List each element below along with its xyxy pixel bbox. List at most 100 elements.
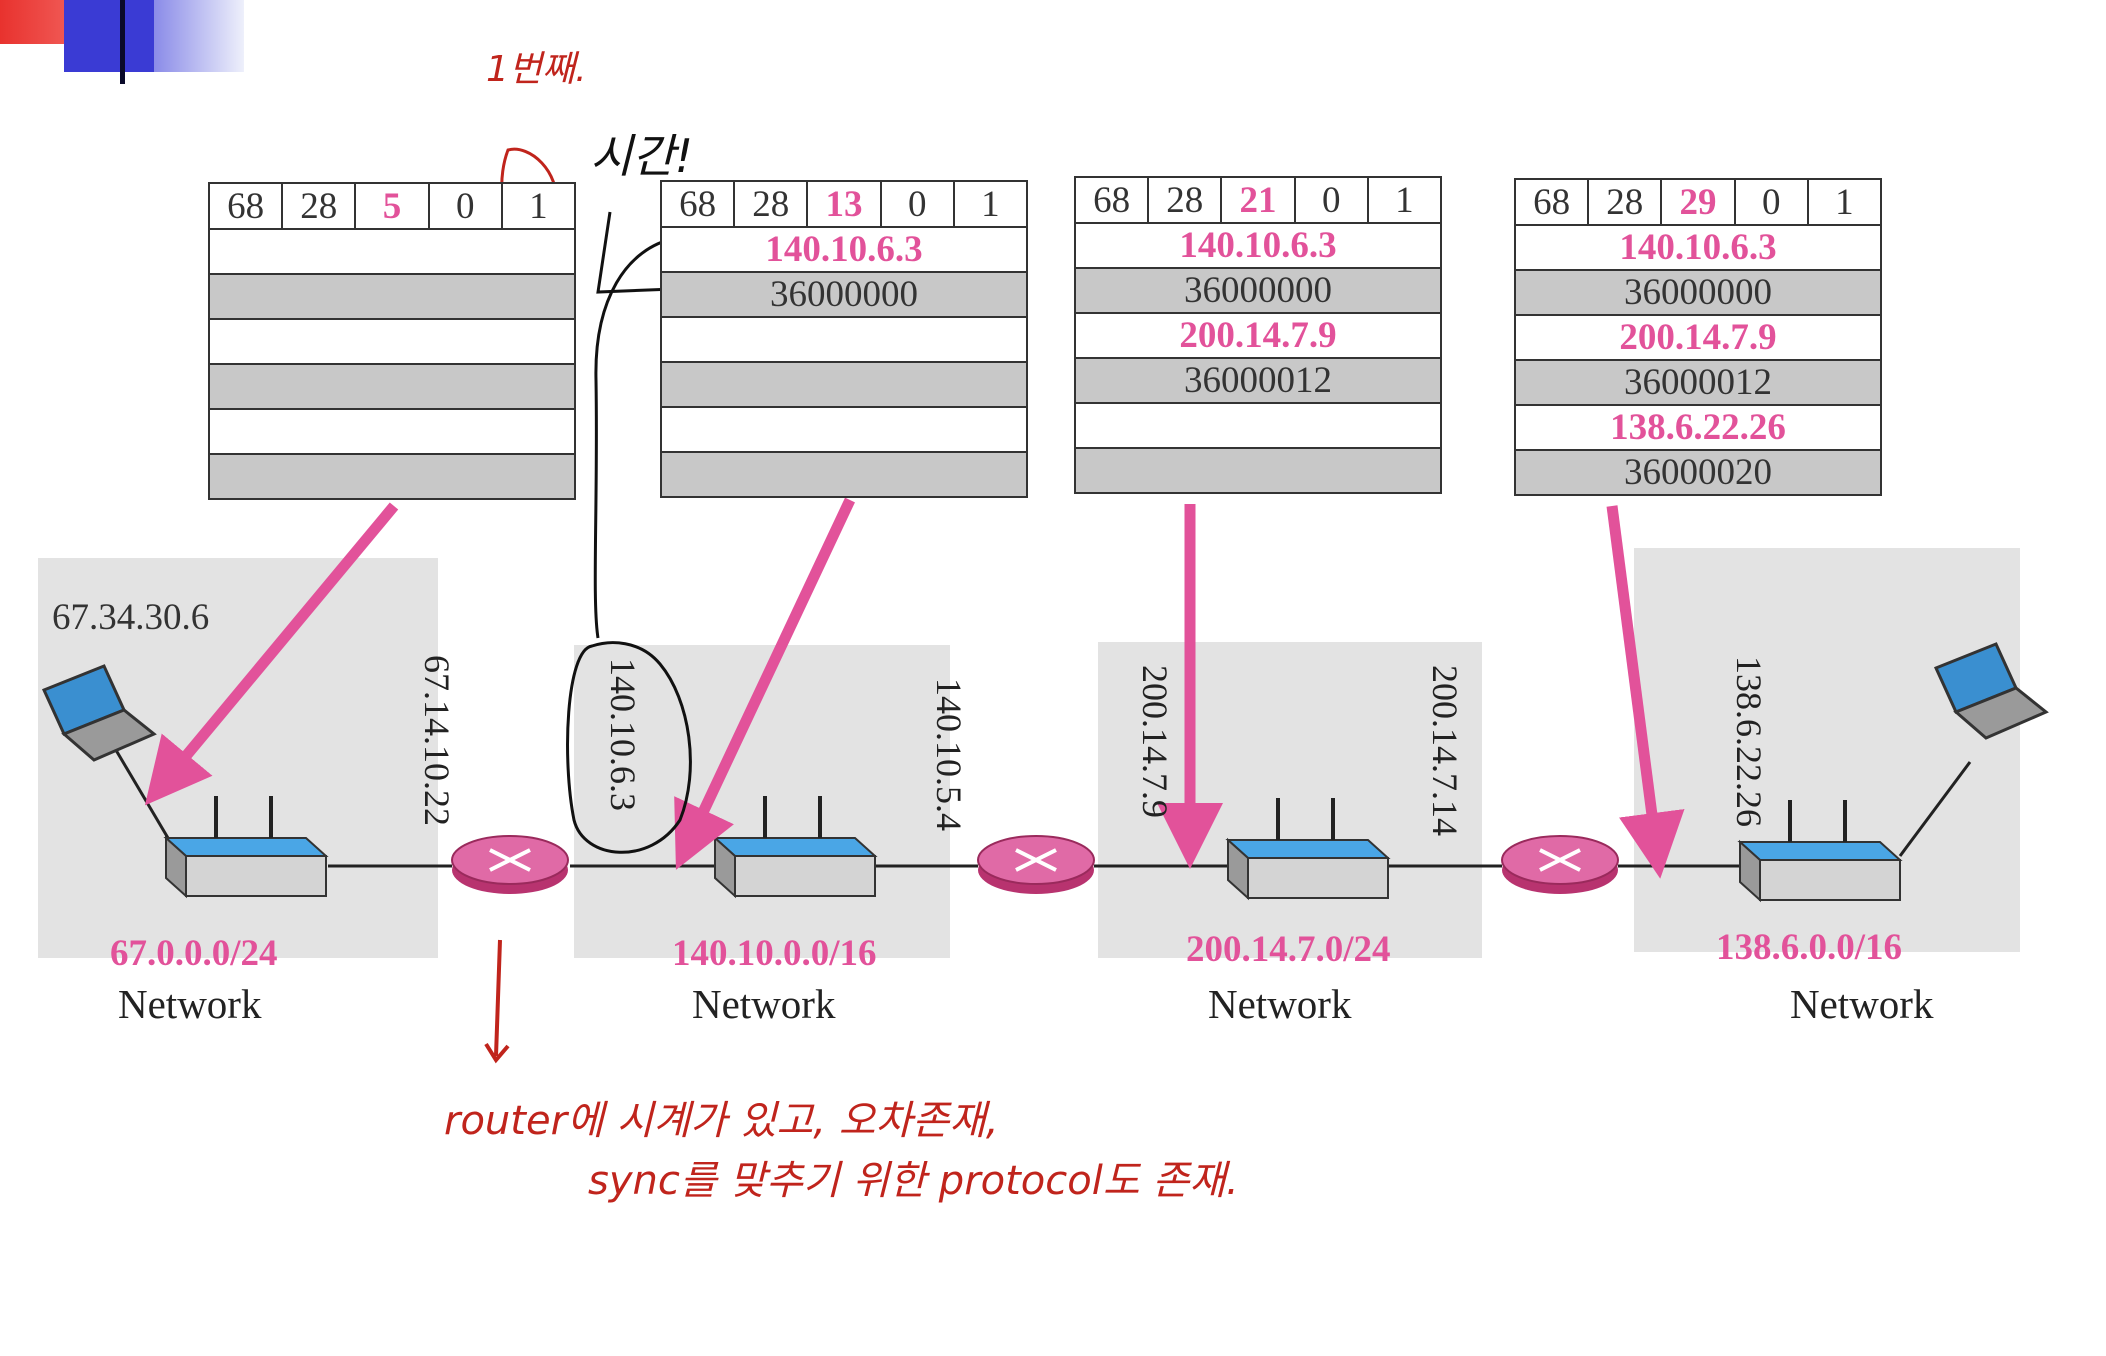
- timestamp-value: 36000000: [770, 274, 918, 315]
- timestamp-row: [210, 365, 574, 410]
- header-cell: 28: [283, 184, 357, 228]
- timestamp-row: 36000012: [1076, 359, 1440, 404]
- timestamp-value: 36000000: [1624, 272, 1772, 313]
- network-label-4: Network: [1790, 981, 1934, 1027]
- interface-ip-2: 140.10.6.3: [603, 658, 643, 811]
- header-cell: 28: [735, 182, 809, 226]
- slide-corner-line: [120, 0, 125, 84]
- header-cell: 68: [662, 182, 736, 226]
- header-cell: 68: [210, 184, 284, 228]
- timestamp-row: 36000012: [1516, 361, 1880, 406]
- interface-ip-5: 200.14.7.14: [1425, 665, 1465, 836]
- network-address-2: 140.10.0.0/16: [672, 933, 877, 974]
- header-cell: 28: [1589, 180, 1663, 224]
- interface-ip-6: 138.6.22.26: [1729, 656, 1769, 827]
- timestamp-row: 36000000: [1076, 269, 1440, 314]
- header-cell: 1: [529, 185, 548, 227]
- timestamp-value: 36000012: [1184, 360, 1332, 401]
- timestamp-row: 36000000: [662, 273, 1026, 318]
- switch-icon-3: [1226, 796, 1390, 900]
- timestamp-value: 36000000: [1184, 270, 1332, 311]
- network-address-1: 67.0.0.0/24: [110, 933, 278, 974]
- ip-row: [210, 320, 574, 365]
- ip-row: [662, 318, 1026, 363]
- network-label-3: Network: [1208, 981, 1352, 1027]
- header-cell: 1: [1835, 181, 1854, 223]
- ip-table-1: 68 28 5 0 1: [208, 182, 576, 500]
- ip-row: 140.10.6.3: [662, 228, 1026, 273]
- interface-ip-1: 67.14.10.22: [417, 655, 457, 826]
- ip-row: [210, 230, 574, 275]
- network-address-3: 200.14.7.0/24: [1186, 929, 1391, 970]
- annotation-router-note-2: sync를 맞추기 위한 protocol도 존재.: [588, 1158, 1239, 1204]
- switch-icon-1: [164, 794, 328, 898]
- ip-row: 138.6.22.26: [1516, 406, 1880, 451]
- router-icon-1: [450, 834, 570, 896]
- header-cell-pointer: 13: [808, 182, 882, 226]
- router-icon-3: [1500, 834, 1620, 896]
- interface-ip-4: 200.14.7.9: [1135, 665, 1175, 818]
- timestamp-row: [1076, 449, 1440, 492]
- network-label-2: Network: [692, 981, 836, 1027]
- ip-value: 200.14.7.9: [1179, 315, 1337, 356]
- pink-arrow-2: [674, 497, 855, 870]
- ip-table-header: 68 28 13 0 1: [662, 182, 1026, 228]
- annotation-router-arrow: [484, 939, 510, 1064]
- header-cell: 1: [981, 183, 1000, 225]
- annotation-first-hop: 1번째.: [486, 49, 587, 90]
- ip-value: 200.14.7.9: [1619, 317, 1777, 358]
- laptop-icon-left: [42, 664, 156, 762]
- ip-row: 200.14.7.9: [1076, 314, 1440, 359]
- header-cell-pointer: 29: [1662, 180, 1736, 224]
- ip-table-header: 68 28 5 0 1: [210, 184, 574, 230]
- slide-corner-blue: [64, 0, 154, 72]
- timestamp-row: [662, 363, 1026, 408]
- network-box-3: [1098, 642, 1482, 958]
- annotation-loop-ip: [566, 641, 692, 854]
- timestamp-value: 36000012: [1624, 362, 1772, 403]
- header-cell-pointer: 5: [356, 184, 430, 228]
- header-cell: 1: [1395, 179, 1414, 221]
- pink-arrow-1: [144, 502, 399, 806]
- ip-row: [210, 410, 574, 455]
- header-cell: 0: [1296, 178, 1369, 222]
- interface-ip-3: 140.10.5.4: [929, 678, 969, 831]
- annotation-router-note-1: router에 시계가 있고, 오차존재,: [444, 1098, 999, 1144]
- ip-row: 140.10.6.3: [1516, 226, 1880, 271]
- header-cell: 68: [1076, 178, 1150, 222]
- timestamp-row: 36000000: [1516, 271, 1880, 316]
- link-switch4-laptop2: [1898, 761, 1972, 857]
- header-cell: 0: [1736, 180, 1809, 224]
- timestamp-row: [210, 275, 574, 320]
- ip-table-2: 68 28 13 0 1 140.10.6.3 36000000: [660, 180, 1028, 498]
- header-cell: 0: [882, 182, 955, 226]
- ip-row: [662, 408, 1026, 453]
- network-address-4: 138.6.0.0/16: [1716, 927, 1903, 968]
- annotation-time: 시간!: [590, 129, 694, 183]
- ip-table-header: 68 28 21 0 1: [1076, 178, 1440, 224]
- timestamp-row: 36000020: [1516, 451, 1880, 494]
- network-label-1: Network: [118, 981, 262, 1027]
- header-cell: 68: [1516, 180, 1590, 224]
- ip-table-3: 68 28 21 0 1 140.10.6.3 36000000 200.14.…: [1074, 176, 1442, 494]
- timestamp-row: [210, 455, 574, 498]
- ip-value: 140.10.6.3: [765, 229, 923, 270]
- ip-row: 200.14.7.9: [1516, 316, 1880, 361]
- ip-table-header: 68 28 29 0 1: [1516, 180, 1880, 226]
- header-cell: 0: [430, 184, 503, 228]
- ip-value: 140.10.6.3: [1619, 227, 1777, 268]
- router-icon-2: [976, 834, 1096, 896]
- timestamp-row: [662, 453, 1026, 496]
- host-ip-label: 67.34.30.6: [52, 597, 210, 638]
- annotation-long-curve: [593, 236, 677, 639]
- slide-corner-fade: [154, 0, 244, 72]
- ip-value: 140.10.6.3: [1179, 225, 1337, 266]
- switch-icon-2: [713, 794, 877, 898]
- pink-arrow-4: [1606, 505, 1685, 879]
- ip-row: [1076, 404, 1440, 449]
- laptop-icon-right: [1934, 642, 2048, 740]
- ip-value: 138.6.22.26: [1610, 407, 1786, 448]
- header-cell-pointer: 21: [1222, 178, 1296, 222]
- link-laptop1-switch1: [108, 739, 170, 839]
